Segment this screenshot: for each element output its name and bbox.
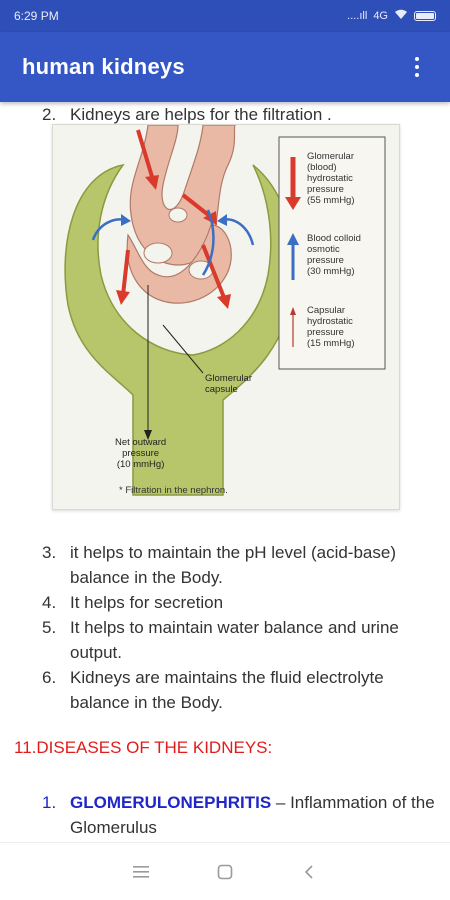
list-item: 5. It helps to maintain water balance an… bbox=[42, 615, 422, 665]
disease-name: GLOMERULONEPHRITIS bbox=[70, 793, 272, 812]
list-number: 4. bbox=[42, 593, 57, 612]
legend-colloid-pressure: Blood colloid osmotic pressure (30 mmHg) bbox=[307, 233, 361, 277]
disease-number: 1. bbox=[42, 793, 57, 812]
list-text: Kidneys are maintains the fluid electrol… bbox=[70, 668, 384, 712]
legend-glomerular-pressure: Glomerular (blood) hydrostatic pressure … bbox=[307, 151, 355, 206]
list-item: 2. Kidneys are helps for the filtration … bbox=[42, 102, 422, 127]
disease-item: 1. GLOMERULONEPHRITIS – Inflammation of … bbox=[42, 790, 442, 840]
capsule-label: Glomerular capsule bbox=[205, 373, 252, 395]
legend-capsular-pressure: Capsular hydrostatic pressure (15 mmHg) bbox=[307, 305, 355, 349]
home-square-icon[interactable] bbox=[214, 861, 236, 883]
disease-description: – Inflammation of the Glomerulus bbox=[70, 793, 435, 837]
app-bar: human kidneys bbox=[0, 32, 450, 102]
menu-icon[interactable] bbox=[130, 861, 152, 883]
section-title: 11.DISEASES OF THE KIDNEYS: bbox=[14, 738, 273, 757]
status-icons: ....ıll 4G bbox=[347, 9, 436, 23]
list-item: 3. it helps to maintain the pH level (ac… bbox=[42, 540, 422, 590]
list-text: Kidneys are helps for the filtration . bbox=[70, 105, 332, 124]
list-number: 3. bbox=[42, 543, 57, 562]
battery-icon bbox=[414, 11, 436, 21]
network-type: 4G bbox=[373, 10, 388, 22]
list-number: 6. bbox=[42, 668, 57, 687]
list-number: 5. bbox=[42, 618, 57, 637]
article-content[interactable]: 2. Kidneys are helps for the filtration … bbox=[0, 102, 450, 842]
status-time: 6:29 PM bbox=[14, 9, 59, 23]
app-title: human kidneys bbox=[22, 54, 185, 79]
wifi-icon bbox=[394, 9, 408, 23]
more-vert-icon[interactable] bbox=[406, 47, 428, 87]
figure-caption: * Filtration in the nephron. bbox=[119, 485, 228, 496]
net-pressure-label: Net outward pressure (10 mmHg) bbox=[115, 437, 167, 470]
list-number: 2. bbox=[42, 105, 57, 124]
disease-text: GLOMERULONEPHRITIS – Inflammation of the… bbox=[42, 790, 442, 840]
signal-icon: ....ıll bbox=[347, 10, 368, 22]
navigation-bar bbox=[0, 842, 450, 900]
back-chevron-icon[interactable] bbox=[298, 861, 320, 883]
list-item: 6. Kidneys are maintains the fluid elect… bbox=[42, 665, 422, 715]
nephron-filtration-figure: Glomerular (blood) hydrostatic pressure … bbox=[52, 124, 400, 510]
list-text: It helps for secretion bbox=[70, 593, 224, 612]
nephron-illustration bbox=[64, 125, 386, 496]
status-bar: 6:29 PM ....ıll 4G bbox=[0, 0, 450, 32]
list-text: It helps to maintain water balance and u… bbox=[70, 618, 399, 662]
list-item: 4. It helps for secretion bbox=[42, 590, 422, 615]
list-text: it helps to maintain the pH level (acid-… bbox=[70, 543, 396, 587]
